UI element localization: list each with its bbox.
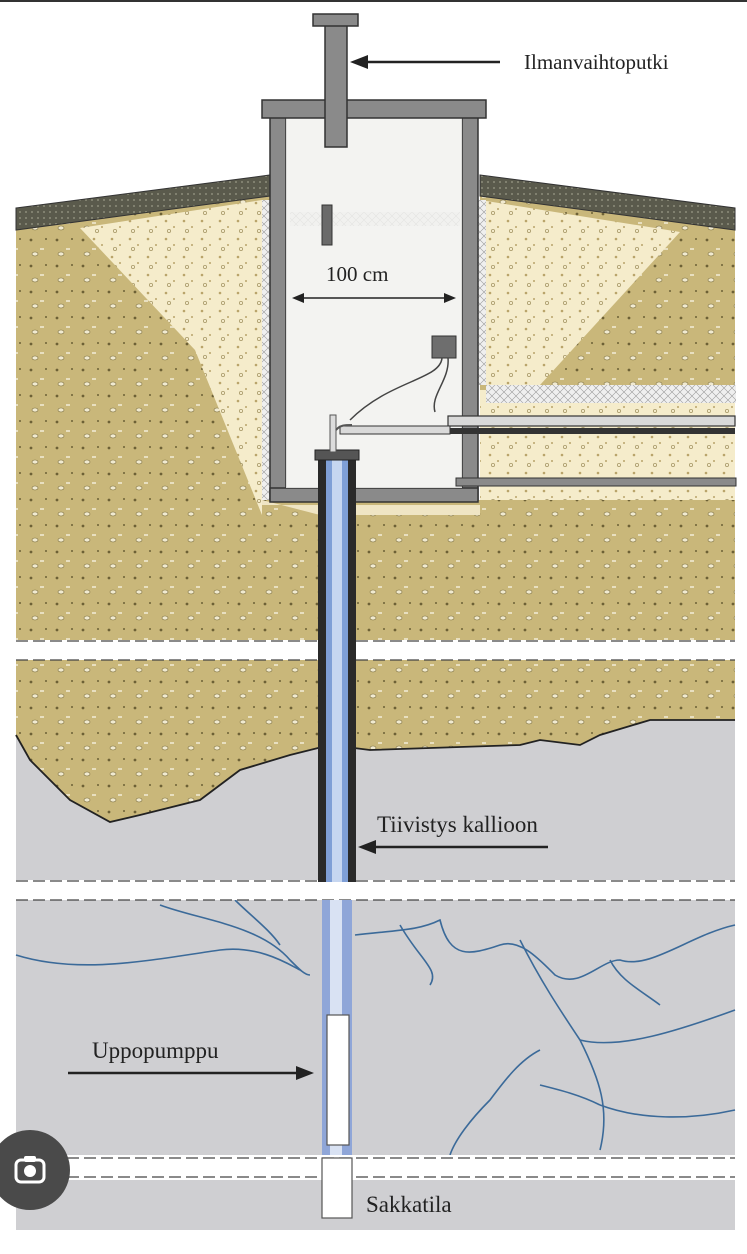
soil-over-bedrock xyxy=(16,660,735,822)
outlet-pipe xyxy=(447,415,736,427)
well-bottom xyxy=(269,487,479,503)
vent-arrow xyxy=(350,55,500,69)
bedrock-lower xyxy=(16,900,735,1155)
camera-lens-icon xyxy=(14,1156,46,1184)
lens-button[interactable] xyxy=(0,1130,70,1210)
width-label: 100 cm xyxy=(326,262,389,286)
backfill-right xyxy=(480,200,680,385)
sediment-label: Sakkatila xyxy=(366,1192,452,1217)
submersible-pump xyxy=(326,1014,350,1146)
seal-arrow xyxy=(358,840,548,854)
well-lid xyxy=(261,99,487,119)
soil-layer xyxy=(16,500,735,640)
vent-pipe xyxy=(324,21,348,148)
backfill-left xyxy=(80,200,262,515)
pump-arrow xyxy=(68,1066,314,1080)
rock-fractures xyxy=(15,899,736,1156)
seal-label: Tiivistys kallioon xyxy=(377,812,538,837)
sediment-space xyxy=(321,1157,353,1219)
pump-label: Uppopumppu xyxy=(92,1038,219,1063)
vent-pipe-label: Ilmanvaihtoputki xyxy=(524,50,669,74)
bedrock-upper xyxy=(16,720,735,880)
